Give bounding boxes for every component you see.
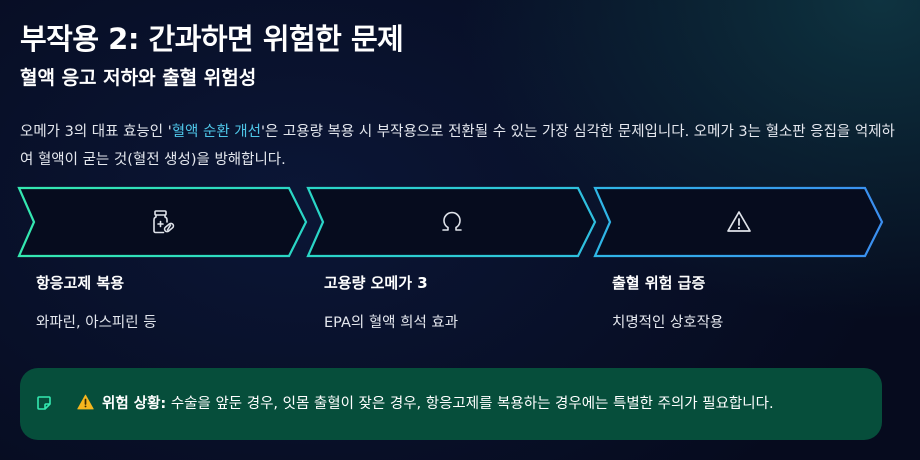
- description-before: 오메가 3의 대표 효능인 ': [20, 124, 172, 140]
- page-title: 부작용 2: 간과하면 위험한 문제: [20, 22, 404, 56]
- page-subtitle: 혈액 응고 저하와 출혈 위험성: [20, 67, 257, 89]
- warning-triangle-icon: [727, 211, 751, 232]
- step-high-dose-omega3: [306, 186, 598, 258]
- medicine-bottle-pill-icon: [153, 210, 175, 234]
- step-title: 고용량 오메가 3: [324, 274, 428, 292]
- warning-alert-box: 위험 상황: 수술을 앞둔 경우, 잇몸 출혈이 잦은 경우, 항응고제를 복용…: [20, 368, 882, 440]
- step-bleeding-risk: [593, 186, 885, 258]
- warning-icon: [77, 394, 94, 410]
- alert-label: 위험 상황:: [102, 396, 167, 412]
- step-subtitle: EPA의 혈액 희석 효과: [324, 315, 459, 331]
- omega-icon: [442, 211, 462, 231]
- description-highlight: 혈액 순환 개선: [171, 124, 261, 140]
- note-icon: [37, 396, 51, 410]
- description-after: '은 고용량 복용 시 부작용으로 전환될 수 있는 가장 심각한 문제입니다.…: [20, 124, 895, 168]
- step-subtitle: 와파린, 아스피린 등: [36, 315, 157, 331]
- step-chevron: [306, 186, 597, 258]
- step-subtitle: 치명적인 상호작용: [612, 315, 724, 331]
- alert-text: 수술을 앞둔 경우, 잇몸 출혈이 잦은 경우, 항응고제를 복용하는 경우에는…: [166, 396, 774, 412]
- alert-message: 위험 상황: 수술을 앞둔 경우, 잇몸 출혈이 잦은 경우, 항응고제를 복용…: [102, 392, 774, 413]
- step-title: 항응고제 복용: [36, 274, 125, 292]
- step-anticoagulant: [17, 186, 309, 258]
- step-chevron: [17, 186, 308, 258]
- description: 오메가 3의 대표 효능인 '혈액 순환 개선'은 고용량 복용 시 부작용으로…: [20, 118, 900, 174]
- step-title: 출혈 위험 급증: [612, 274, 706, 292]
